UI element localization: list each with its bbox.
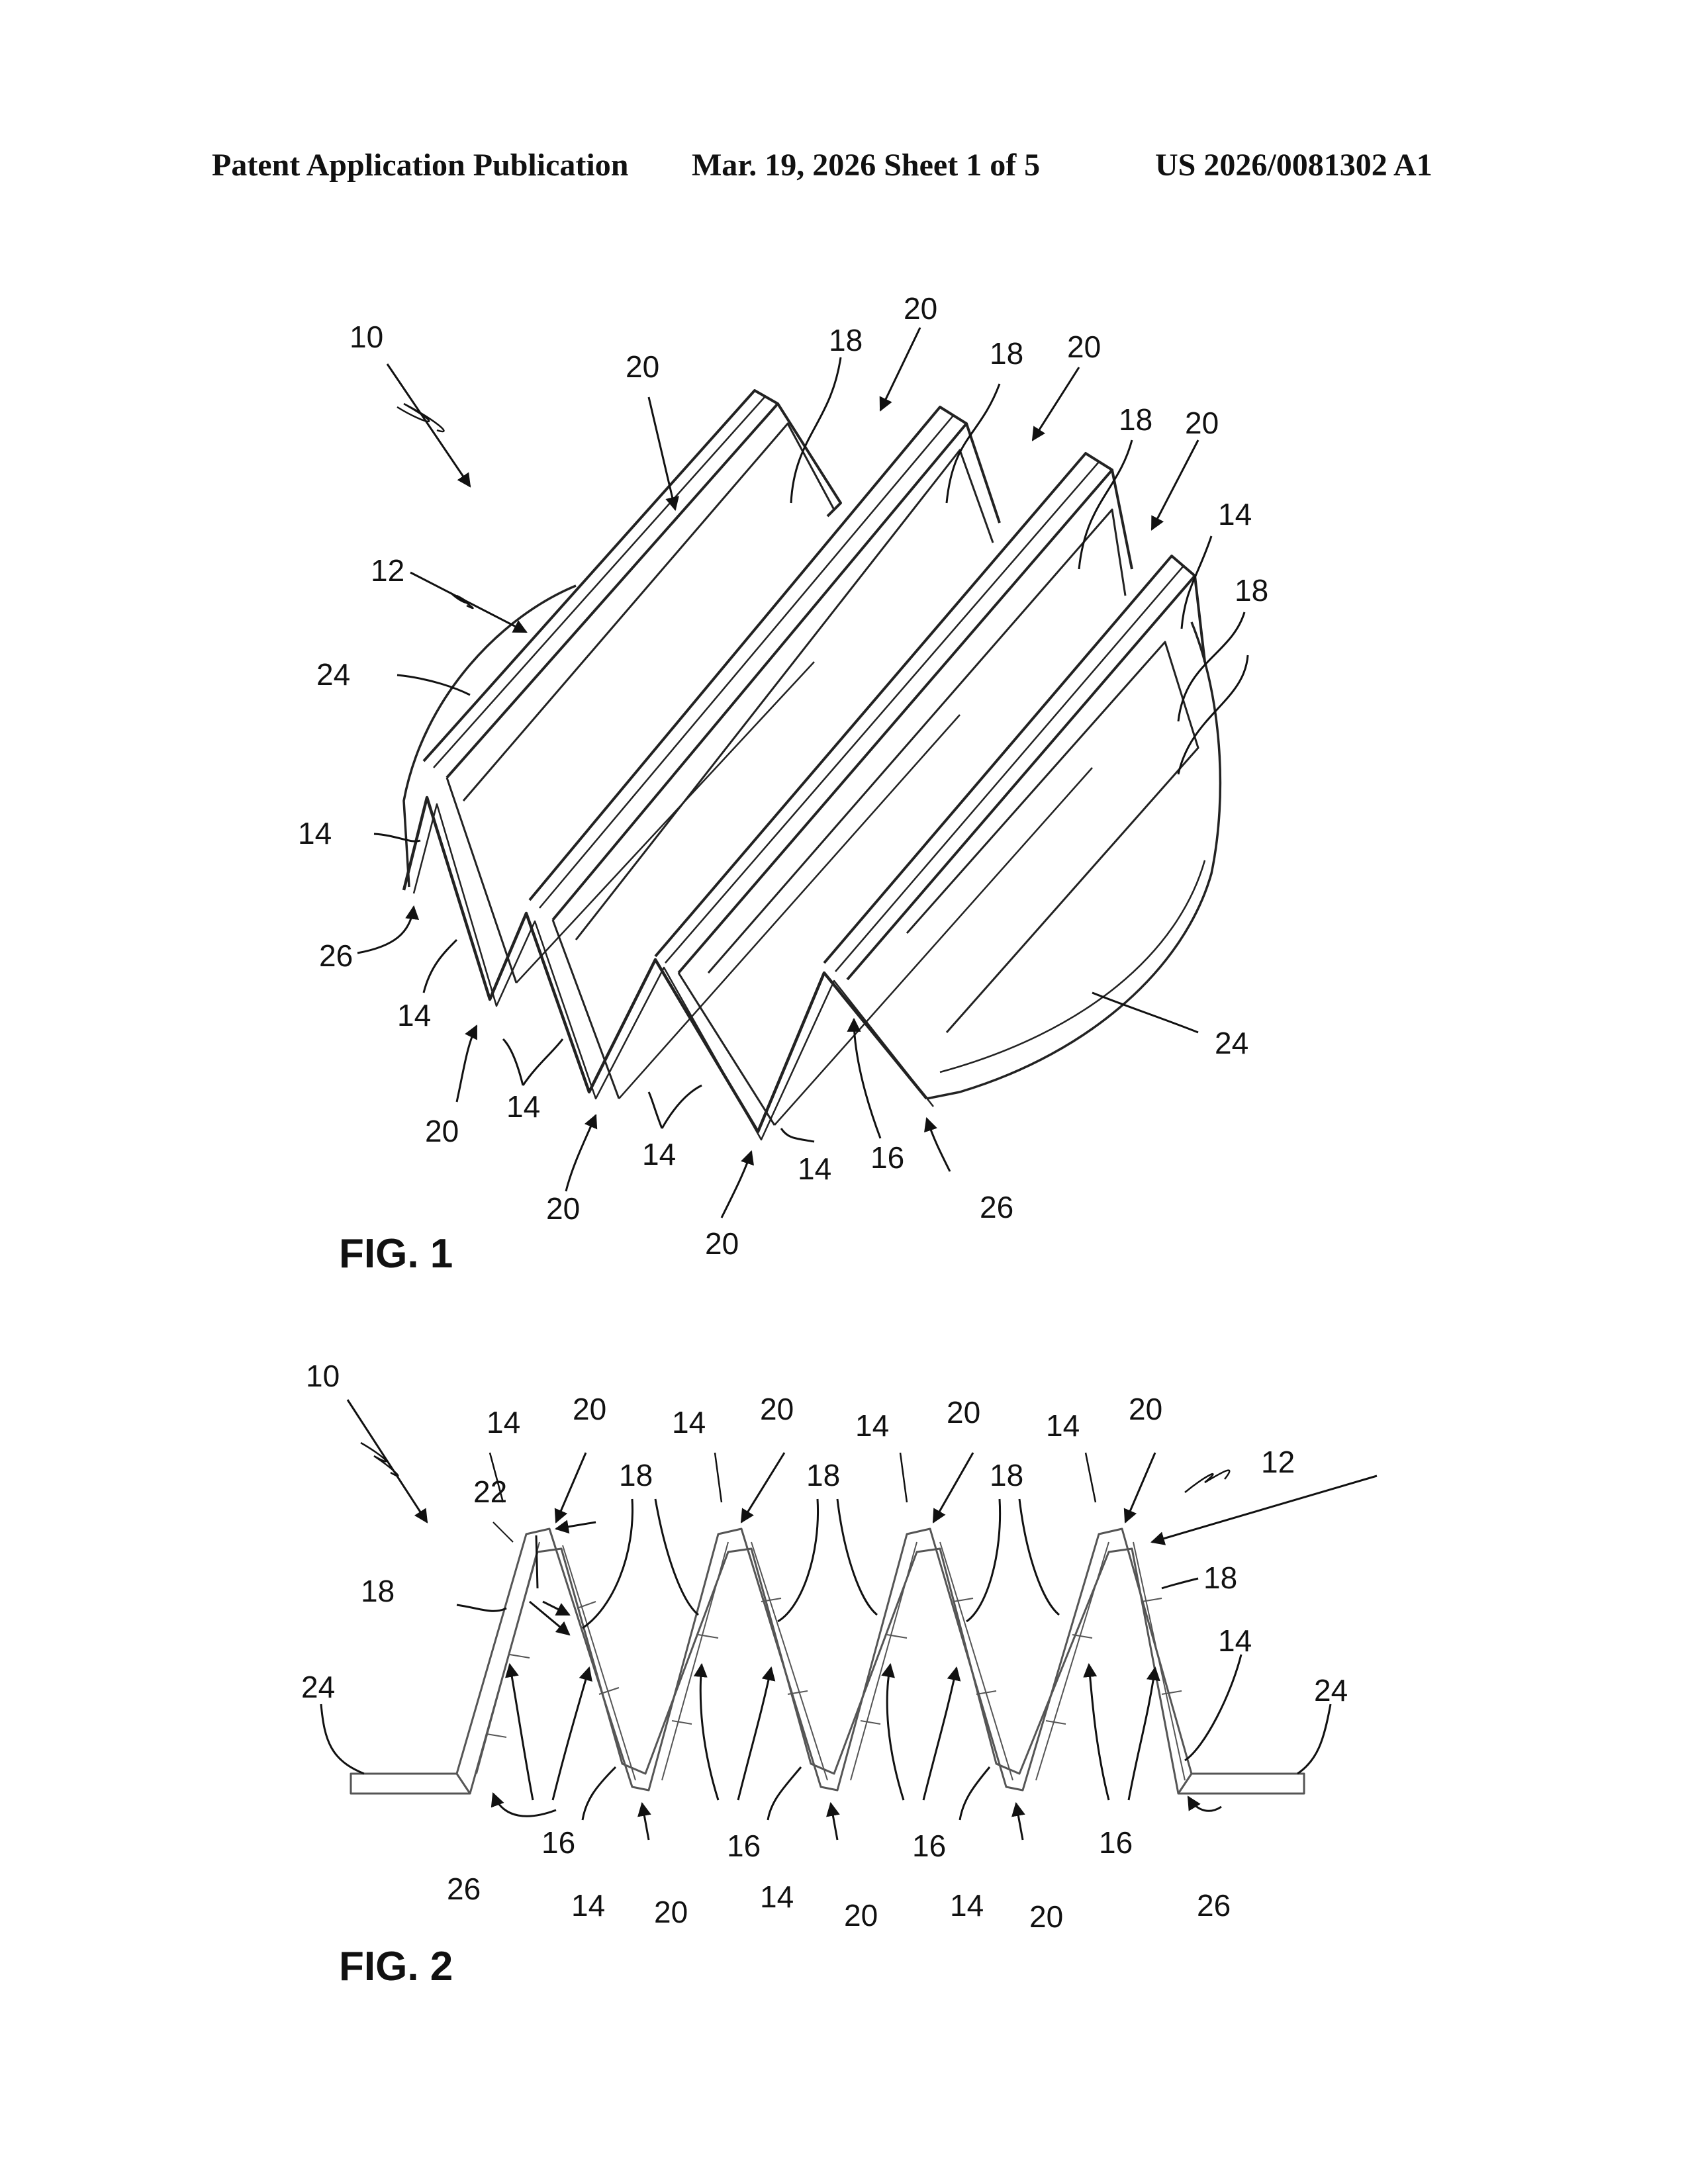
- ref-label: 18: [990, 1458, 1023, 1492]
- ref-label: 24: [1314, 1673, 1348, 1707]
- ref-label: 26: [319, 938, 353, 973]
- figure-2-caption: FIG. 2: [339, 1944, 453, 1989]
- ref-label: 14: [1218, 1623, 1252, 1658]
- ref-label: 20: [654, 1895, 688, 1929]
- ref-label: 20: [1129, 1392, 1162, 1426]
- ref-label: 10: [350, 320, 383, 354]
- right-flange-section: [1178, 1774, 1304, 1794]
- ref-label: 14: [672, 1405, 706, 1439]
- ref-label: 14: [1046, 1408, 1080, 1443]
- ref-label: 16: [912, 1829, 946, 1863]
- ref-label: 20: [844, 1898, 878, 1933]
- front-zigzag: [404, 797, 927, 1132]
- ref-label: 16: [541, 1825, 575, 1860]
- ref-label: 20: [626, 349, 659, 384]
- ref-label: 16: [870, 1140, 904, 1175]
- ref-label: 12: [371, 553, 404, 588]
- ref-label: 14: [397, 998, 431, 1032]
- ref-label: 18: [1119, 402, 1152, 437]
- ref-label: 16: [727, 1829, 761, 1863]
- ref-label: 20: [1029, 1899, 1063, 1934]
- ref-label: 14: [487, 1405, 520, 1439]
- ref-label: 14: [760, 1880, 794, 1914]
- ref-label: 24: [316, 657, 350, 692]
- ref-label: 20: [425, 1114, 459, 1148]
- ref-label: 14: [855, 1408, 889, 1443]
- ref-label: 18: [361, 1574, 395, 1608]
- ref-label: 20: [760, 1392, 794, 1426]
- ref-label: 14: [571, 1888, 605, 1923]
- ref-label: 18: [806, 1458, 840, 1492]
- ref-label: 18: [829, 323, 863, 357]
- ref-label: 24: [1215, 1026, 1248, 1060]
- ref-label: 14: [798, 1152, 831, 1186]
- ref-label: 20: [1185, 406, 1219, 440]
- ref-label: 26: [1197, 1888, 1231, 1923]
- figure-1-caption: FIG. 1: [339, 1231, 453, 1277]
- ref-label: 24: [301, 1670, 335, 1704]
- ref-label: 20: [573, 1392, 606, 1426]
- figure-1-leaders: [357, 328, 1248, 1218]
- ref-label: 18: [1203, 1561, 1237, 1595]
- ref-label: 26: [980, 1190, 1013, 1224]
- ref-label: 14: [642, 1137, 676, 1171]
- ref-label: 26: [447, 1872, 481, 1906]
- figure-1-drawing: [404, 390, 1220, 1140]
- left-flange-section: [351, 1774, 470, 1794]
- ref-label: 18: [619, 1458, 653, 1492]
- section-inner: [470, 1549, 1178, 1794]
- ref-label: 14: [506, 1089, 540, 1124]
- ref-label: 18: [1235, 573, 1268, 608]
- ref-label: 10: [306, 1359, 340, 1393]
- ref-label: 14: [298, 816, 332, 850]
- ref-label: 20: [947, 1395, 980, 1430]
- ref-label: 18: [990, 336, 1023, 371]
- ref-label: 12: [1261, 1445, 1295, 1479]
- ref-label: 20: [705, 1226, 739, 1261]
- ref-label: 20: [546, 1191, 580, 1226]
- ref-label: 16: [1099, 1825, 1133, 1860]
- ref-label: 20: [1067, 330, 1101, 364]
- figure-2-drawing: [351, 1529, 1304, 1794]
- ref-label: 14: [950, 1888, 984, 1923]
- ref-label: 20: [904, 291, 937, 326]
- left-flange: [404, 586, 576, 887]
- ref-label: 14: [1218, 497, 1252, 531]
- ref-label: 22: [473, 1475, 507, 1509]
- figure-2-reference-numerals: 10 14 20 14 20 14 20 14 20 12 22 18 18 1…: [301, 1359, 1348, 1934]
